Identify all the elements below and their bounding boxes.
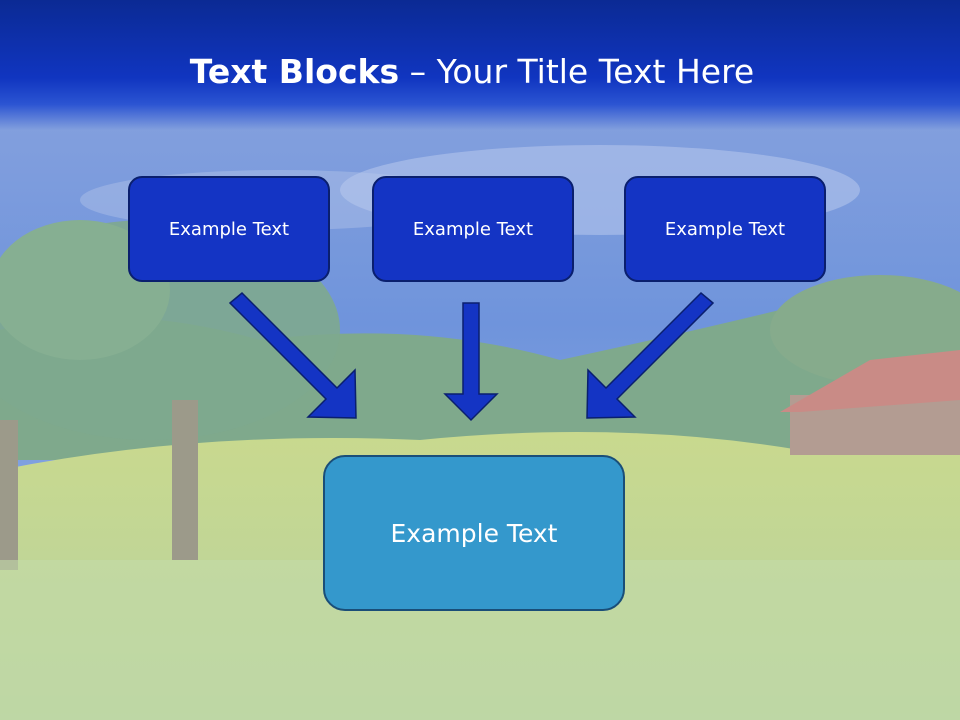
slide-title: Text Blocks – Your Title Text Here <box>0 52 944 91</box>
text-block-center: Example Text <box>372 176 574 282</box>
title-bold: Text Blocks <box>189 52 400 91</box>
title-dash: – <box>399 52 437 91</box>
result-block-label: Example Text <box>390 518 558 548</box>
text-block-right: Example Text <box>624 176 826 282</box>
text-block-right-label: Example Text <box>664 218 786 240</box>
arrow-left-down-icon <box>228 291 357 419</box>
arrow-right-down-icon <box>586 291 715 419</box>
title-rest: Your Title Text Here <box>436 52 755 91</box>
result-block: Example Text <box>323 455 625 611</box>
text-block-center-label: Example Text <box>412 218 534 240</box>
arrow-down-icon <box>443 302 499 422</box>
text-block-left-label: Example Text <box>168 218 290 240</box>
title-bar <box>0 0 960 130</box>
text-block-left: Example Text <box>128 176 330 282</box>
